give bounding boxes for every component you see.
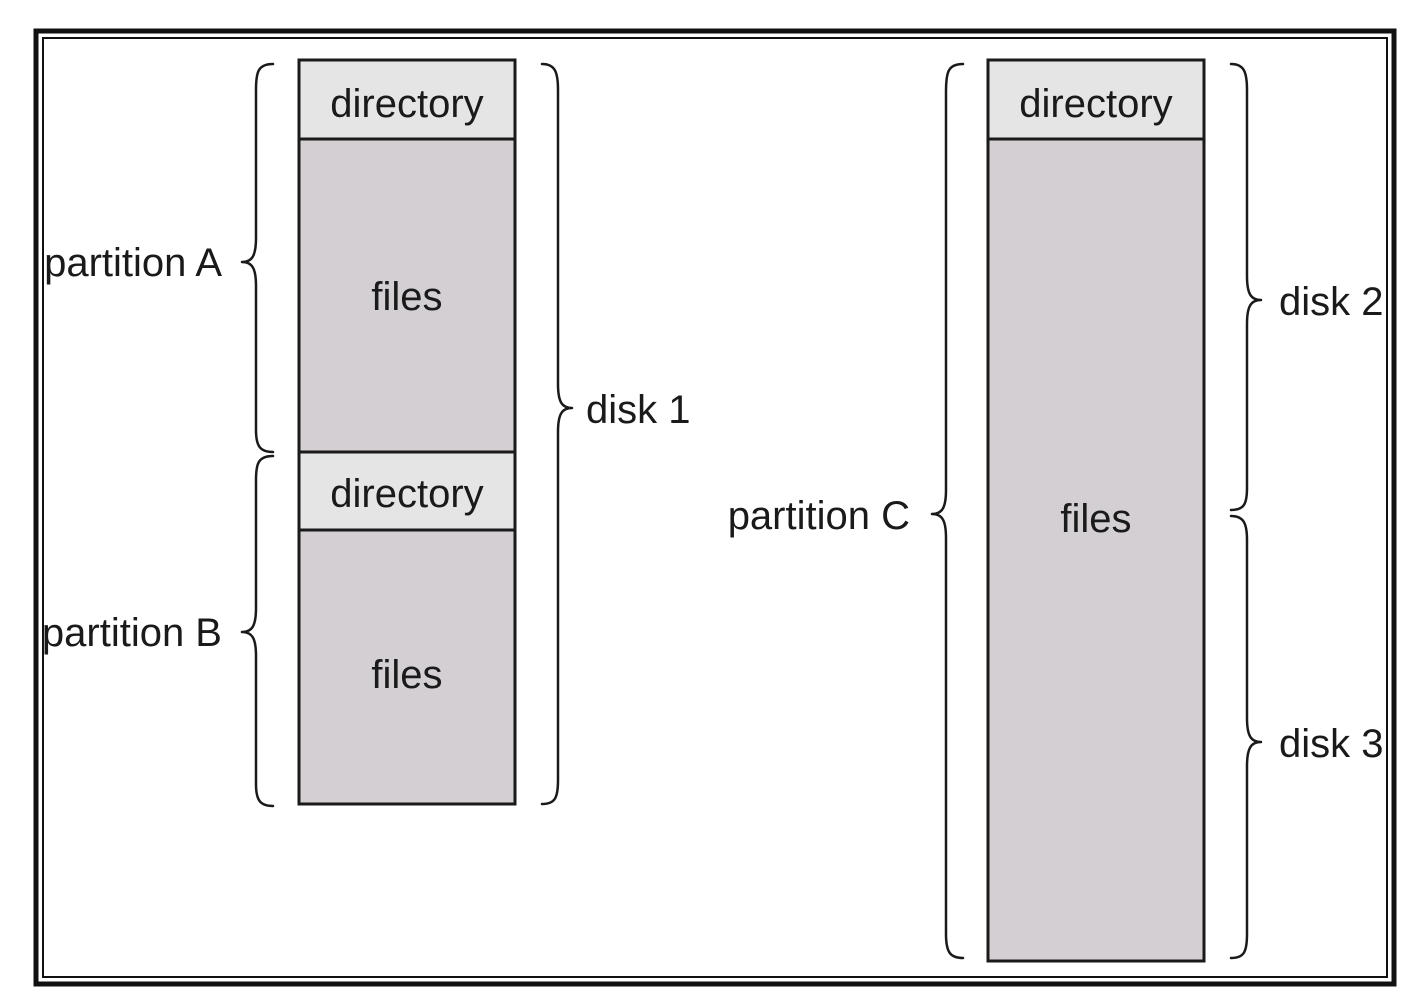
disk1-label: disk 1: [586, 388, 691, 432]
partition-c-brace: [930, 62, 965, 960]
partition-c-directory-label: directory: [1019, 82, 1172, 126]
inner-frame: [42, 37, 1388, 978]
partition-b-directory-box: [297, 450, 517, 532]
partition-c-files-box: [986, 137, 1206, 963]
partition-c-column: directory files: [986, 58, 1206, 963]
partition-a-directory-label: directory: [330, 82, 483, 126]
partition-b-files-box: [297, 528, 517, 806]
partition-b-files-label: files: [371, 653, 442, 697]
partition-b-directory-label: directory: [330, 472, 483, 516]
partition-a-files-label: files: [371, 275, 442, 319]
partition-a-directory-box: [297, 58, 517, 141]
partition-c-label: partition C: [728, 494, 910, 538]
disk2-brace: [1229, 62, 1263, 512]
disk3-label: disk 3: [1279, 722, 1384, 766]
disk3-brace: [1229, 514, 1263, 960]
partition-b-brace: [240, 454, 275, 808]
partition-b-label: partition B: [42, 611, 222, 655]
disk1-column: directory files directory files: [297, 58, 517, 806]
outer-frame: [33, 28, 1397, 987]
partition-a-brace: [240, 62, 275, 454]
disk1-brace: [540, 62, 574, 806]
disk2-label: disk 2: [1279, 280, 1384, 324]
partition-c-files-label: files: [1060, 497, 1131, 541]
partition-a-label: partition A: [44, 241, 222, 285]
